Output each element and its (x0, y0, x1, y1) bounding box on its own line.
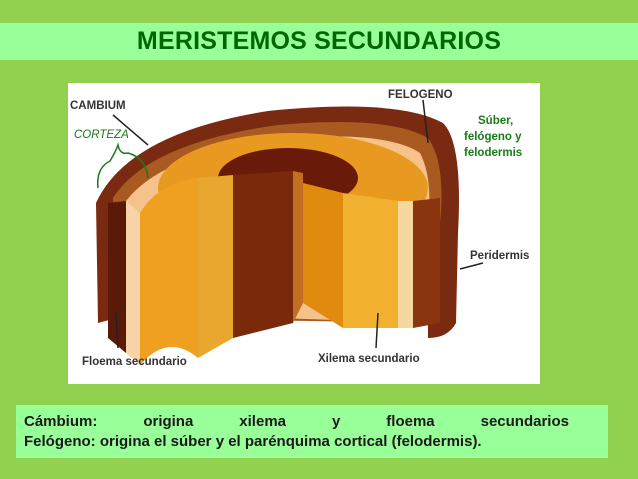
label-felogeno: FELOGENO (388, 89, 453, 101)
caption-word: floema (386, 413, 435, 430)
label-suber-3: felodermis (464, 147, 523, 159)
caption-word: origina (143, 413, 194, 430)
slide-title: MERISTEMOS SECUNDARIOS (136, 27, 502, 55)
label-floema: Floema secundario (82, 356, 187, 368)
label-corteza: CORTEZA (74, 129, 129, 141)
label-suber-2: felógeno y (464, 131, 522, 143)
label-suber: Súber, (478, 115, 514, 127)
label-xilema: Xilema secundario (318, 353, 420, 365)
stem-diagram: CAMBIUM CORTEZA FELOGENO Súber, felógeno… (68, 83, 540, 384)
label-peridermis: Peridermis (470, 250, 530, 262)
caption-word: xilema (239, 413, 286, 430)
caption-line-cambium: Cámbium: origina xilema y floema secunda… (24, 413, 569, 430)
caption-line-felogeno: Felógeno: origina el súber y el parénqui… (24, 433, 482, 450)
caption-word: Cámbium: (24, 413, 98, 430)
title-bar: MERISTEMOS SECUNDARIOS (0, 23, 638, 60)
label-cambium: CAMBIUM (70, 100, 126, 112)
caption-word: y (331, 413, 341, 430)
stem-illustration (96, 99, 484, 365)
caption-box: Cámbium: origina xilema y floema secunda… (16, 405, 608, 458)
caption-word: secundarios (480, 413, 569, 430)
